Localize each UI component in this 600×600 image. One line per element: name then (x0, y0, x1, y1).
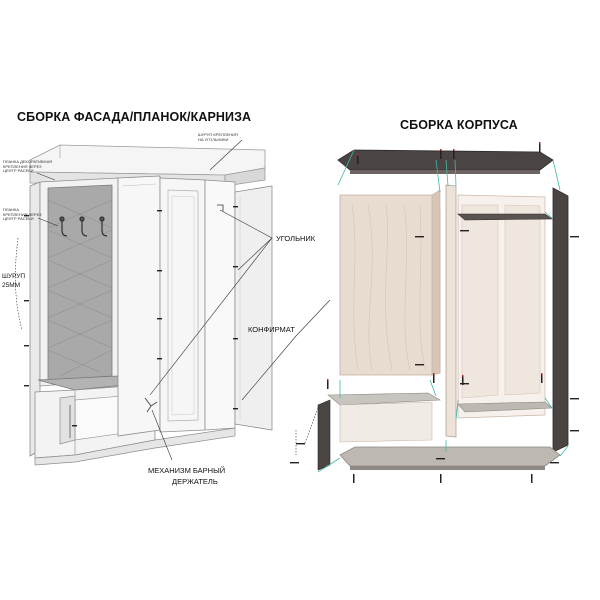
left-facade-assembly (15, 139, 273, 466)
screw-icon (290, 142, 579, 483)
right-body-assembly (241, 142, 579, 483)
fine-print-line: ПЛАНКА (3, 207, 20, 212)
coat-hook-icon (59, 216, 108, 237)
corner-callout: УГОЛЬНИК (276, 234, 316, 243)
fine-print-line: КРЕПЛЕНИЯ ЧЕРЕЗ (3, 163, 42, 169)
right-side-panel (552, 187, 569, 453)
middle-cabinet (117, 175, 161, 437)
corner-bracket-icon (217, 204, 224, 211)
door-right (234, 185, 273, 431)
mechanism-callout-line1: МЕХАНИЗМ БАРНЫЙ (148, 466, 226, 475)
right-title: СБОРКА КОРПУСА (400, 118, 518, 132)
mechanism-callout-line2: ДЕРЖАТЕЛЬ (172, 477, 218, 486)
top-panel (337, 149, 554, 171)
bottom-panel (339, 446, 561, 467)
screw-icon (24, 206, 238, 427)
fine-print-line: ПЛАНКА ДЕКОРАТИВНАЯ (3, 159, 53, 164)
cornice (29, 144, 266, 176)
screw-callout-line2: 25ММ (2, 282, 21, 289)
fine-print-line: НА УГОЛЬНИКИ (198, 136, 229, 142)
fine-print-line: КРЕПЛЕНИЯ ЧЕРЕЗ (3, 211, 42, 217)
fine-print-line: ШУРУП КРЕПЛЕНИЯ (198, 132, 238, 137)
fine-print-line: ЦЕНТР РАСЕКИ (3, 216, 34, 222)
upper-shelf (457, 213, 553, 221)
left-title: СБОРКА ФАСАДА/ПЛАНОК/КАРНИЗА (17, 110, 252, 124)
bench-flap (59, 395, 76, 445)
screw-callout-line1: ШУРУП (2, 273, 26, 280)
fine-print-line: ЦЕНТР РАСЕКИ (3, 168, 34, 174)
vertical-divider (445, 184, 457, 438)
bar-holder-mechanism (144, 397, 158, 413)
bench-shelf (327, 392, 442, 406)
bench-side-dark (317, 399, 331, 471)
confirmat-callout: КОНФИРМАТ (248, 325, 295, 334)
